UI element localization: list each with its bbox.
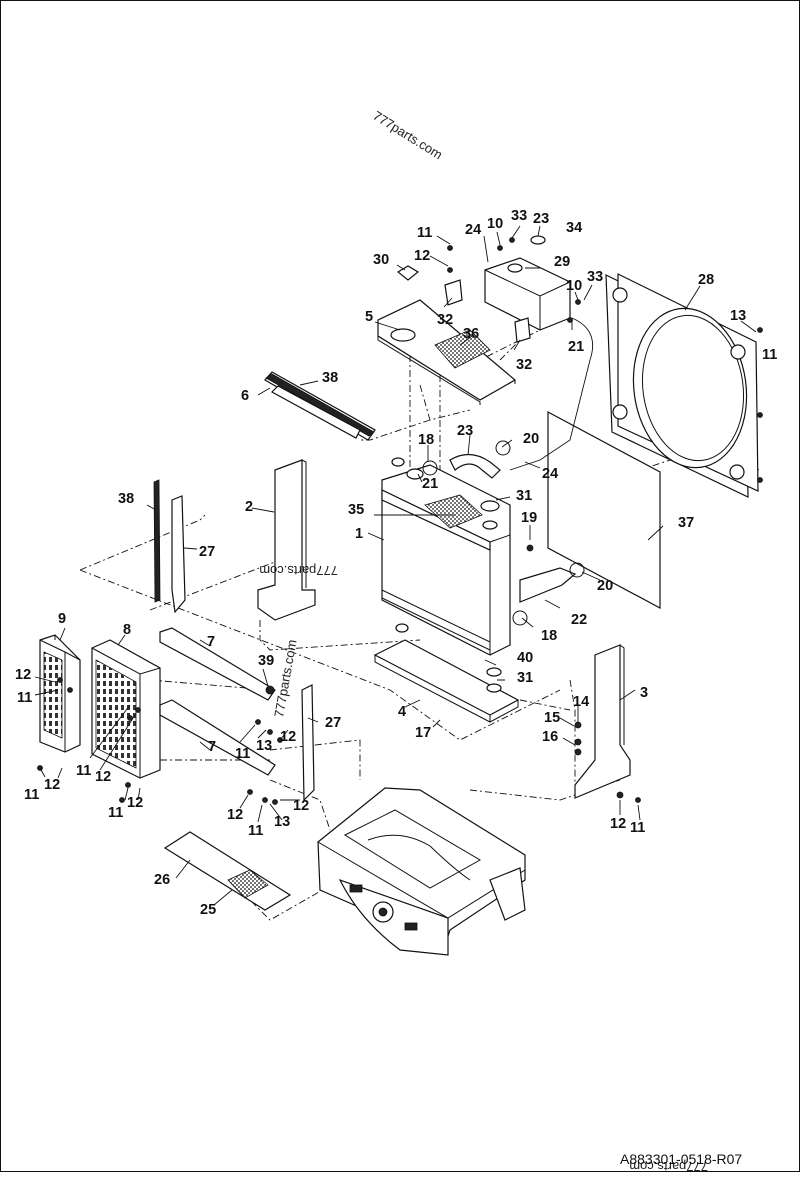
- callout-labels: 11 10 33 23 34 24 12 30 29 28 10 33 5 32…: [15, 208, 777, 918]
- watermark-top: 777parts.com: [370, 108, 445, 162]
- watermark-bottom: 777parts.com: [629, 1159, 708, 1172]
- callout-39: 39: [258, 653, 274, 669]
- callout-11: 11: [762, 347, 777, 363]
- callout-11: 11: [17, 690, 32, 706]
- callout-34: 34: [566, 220, 582, 236]
- callout-11: 11: [76, 763, 91, 779]
- mounting-rails: [159, 627, 276, 776]
- callout-10: 10: [566, 278, 582, 294]
- callout-12: 12: [280, 729, 296, 745]
- callout-5: 5: [365, 309, 373, 325]
- radiator-base-bracket: [373, 623, 520, 723]
- frame-base: [317, 787, 526, 956]
- callout-11: 11: [630, 820, 645, 836]
- callout-27: 27: [199, 544, 215, 560]
- callout-12: 12: [414, 248, 430, 264]
- side-panel-left: [257, 459, 316, 621]
- callout-13: 13: [730, 308, 746, 324]
- callout-24: 24: [542, 466, 558, 482]
- callout-12: 12: [293, 798, 309, 814]
- callout-31: 31: [517, 670, 533, 686]
- drawing-code: A883301-0518-R07: [620, 1151, 742, 1167]
- callout-29: 29: [554, 254, 570, 270]
- callout-16: 16: [542, 729, 558, 745]
- callout-27: 27: [325, 715, 341, 731]
- callout-12: 12: [127, 795, 143, 811]
- callout-2: 2: [245, 499, 253, 515]
- callout-37: 37: [678, 515, 694, 531]
- lower-seal-plate: [163, 831, 292, 911]
- callout-28: 28: [698, 272, 714, 288]
- callout-21: 21: [568, 339, 584, 355]
- callout-12: 12: [610, 816, 626, 832]
- callout-18: 18: [418, 432, 434, 448]
- callout-35: 35: [348, 502, 364, 518]
- callout-7: 7: [207, 634, 215, 650]
- callout-4: 4: [398, 704, 406, 720]
- callout-38: 38: [118, 491, 134, 507]
- callout-12: 12: [227, 807, 243, 823]
- callout-1: 1: [355, 526, 363, 542]
- callout-10: 10: [487, 216, 503, 232]
- callout-33: 33: [511, 208, 527, 224]
- oil-cooler: [39, 634, 81, 753]
- callout-11: 11: [235, 746, 250, 762]
- callout-32: 32: [516, 357, 532, 373]
- callout-11: 11: [108, 805, 123, 821]
- callout-23: 23: [457, 423, 473, 439]
- callout-14: 14: [573, 694, 589, 710]
- top-bracket: [377, 265, 531, 405]
- callout-19: 19: [521, 510, 537, 526]
- callout-33: 33: [587, 269, 603, 285]
- callout-12: 12: [15, 667, 31, 683]
- side-panel-right: [574, 644, 631, 799]
- callout-13: 13: [256, 738, 272, 754]
- callout-23: 23: [533, 211, 549, 227]
- callout-21: 21: [422, 476, 438, 492]
- vertical-seal-strips: [153, 479, 315, 802]
- callout-26: 26: [154, 872, 170, 888]
- callout-22: 22: [571, 612, 587, 628]
- leader-lines: [34, 225, 757, 906]
- upper-seal-bar: [264, 371, 376, 441]
- fan-shroud: [605, 273, 759, 498]
- callout-11: 11: [417, 225, 432, 241]
- callout-9: 9: [58, 611, 66, 627]
- callout-32: 32: [437, 312, 453, 328]
- callout-6: 6: [241, 388, 249, 404]
- watermark-left: 777parts.com: [271, 638, 299, 718]
- callout-31: 31: [516, 488, 532, 504]
- callout-17: 17: [415, 725, 431, 741]
- callout-36: 36: [463, 326, 479, 342]
- radiator: [381, 440, 585, 656]
- callout-15: 15: [544, 710, 560, 726]
- callout-24: 24: [465, 222, 481, 238]
- callout-18: 18: [541, 628, 557, 644]
- callout-11: 11: [248, 823, 263, 839]
- callout-13: 13: [274, 814, 290, 830]
- seal-plate: [547, 410, 661, 610]
- condenser: [91, 639, 161, 779]
- callout-8: 8: [123, 622, 131, 638]
- callout-40: 40: [517, 650, 533, 666]
- reservoir-tank: [484, 235, 594, 471]
- callout-20: 20: [523, 431, 539, 447]
- watermark-center: 777parts.com: [259, 563, 338, 578]
- callout-30: 30: [373, 252, 389, 268]
- callout-12: 12: [44, 777, 60, 793]
- callout-11: 11: [24, 787, 39, 803]
- callout-3: 3: [640, 685, 648, 701]
- hardware-fasteners: [37, 237, 763, 805]
- callout-12: 12: [95, 769, 111, 785]
- callout-38: 38: [322, 370, 338, 386]
- callout-25: 25: [200, 902, 216, 918]
- callout-20: 20: [597, 578, 613, 594]
- callout-7: 7: [208, 739, 216, 755]
